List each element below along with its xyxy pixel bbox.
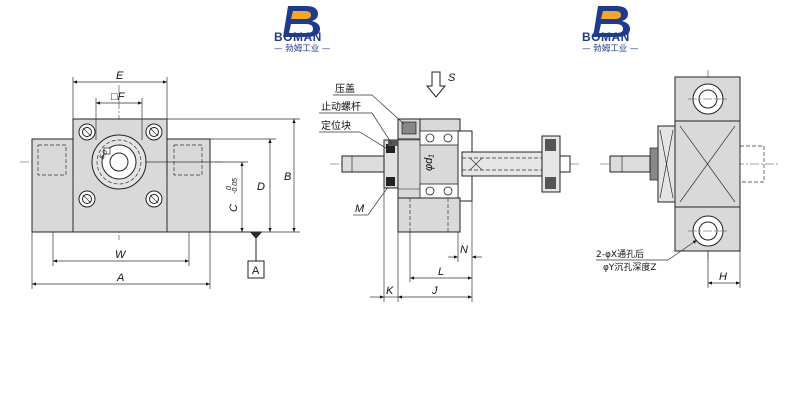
- datum-A-label: A: [252, 265, 260, 277]
- hole-note-line1: 2-φX通孔后: [596, 249, 644, 260]
- dim-K-label: K: [386, 285, 394, 297]
- dir-S-label: S: [448, 72, 456, 84]
- label-block: 定位块: [321, 119, 351, 132]
- logo-wordmark: BOMAN: [582, 30, 630, 44]
- hole-note-line2: φY沉孔深度Z: [603, 261, 657, 273]
- dim-B-label: B: [284, 171, 291, 183]
- dim-H-label: H: [719, 271, 727, 283]
- dim-L-label: L: [438, 266, 444, 278]
- dim-C-tol-lower: -0.05: [232, 178, 239, 194]
- bolt-head: [78, 190, 96, 208]
- bolt-head: [145, 123, 163, 141]
- dim-N-label: N: [460, 244, 468, 256]
- dim-J-label: J: [431, 285, 438, 297]
- dim-C-tol-upper: 0: [226, 186, 233, 190]
- brand-logo-left: BOMAN — 勃姆工业 —: [274, 6, 331, 54]
- logo-wordmark: BOMAN: [274, 30, 322, 44]
- brand-logo-right: BOMAN — 勃姆工业 —: [582, 6, 639, 54]
- side-view: S: [319, 71, 580, 302]
- dim-E-label: E: [116, 70, 124, 82]
- dim-W-label: W: [115, 249, 127, 261]
- label-cover: 压盖: [335, 82, 355, 95]
- svg-text:5.0: 5.0: [99, 149, 110, 161]
- label-M: M: [355, 203, 365, 215]
- dim-d1-label: φd₁: [423, 154, 435, 171]
- dim-D-label: D: [257, 181, 265, 193]
- label-locknut: 止动螺杆: [321, 101, 361, 113]
- bolt-head: [78, 123, 96, 141]
- logo-subtitle: — 勃姆工业 —: [582, 43, 639, 54]
- right-view: 2-φX通孔后 φY沉孔深度Z H: [596, 70, 780, 288]
- dim-C-label: C: [228, 204, 240, 212]
- dim-A-label: A: [116, 272, 124, 284]
- dim-F-label: □F: [111, 91, 126, 103]
- front-view: 5.0 E □F W A B D C 0 -0.05: [20, 70, 300, 289]
- bolt-head: [145, 190, 163, 208]
- logo-subtitle: — 勃姆工业 —: [274, 43, 331, 54]
